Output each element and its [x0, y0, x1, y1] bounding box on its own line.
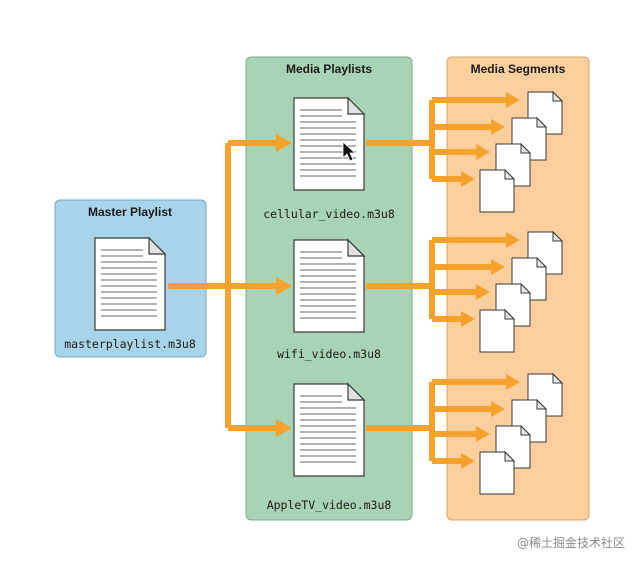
arrow-head — [461, 453, 475, 469]
media-to-segments-arrows — [366, 92, 520, 469]
wifi-playlist-file-icon — [293, 238, 366, 333]
watermark: @稀土掘金技术社区 — [517, 535, 625, 550]
master-playlist-title: Master Playlist — [88, 205, 172, 219]
appletv-segment-arrows — [366, 374, 520, 469]
master-to-media-arrows — [168, 134, 292, 437]
arrow-head — [461, 311, 475, 327]
wifi-segment-arrows — [366, 232, 520, 327]
appletv-playlist-file-icon — [293, 382, 366, 477]
segment-file-icon — [479, 168, 516, 213]
arrow-head — [506, 92, 520, 108]
arrow-head — [491, 401, 505, 417]
media-playlists-title: Media Playlists — [286, 62, 372, 76]
media-segments-title: Media Segments — [471, 62, 566, 76]
arrow-head — [476, 284, 490, 300]
cellular-playlist-file-icon — [293, 96, 366, 191]
arrow-head — [461, 171, 475, 187]
arrow-head — [476, 426, 490, 442]
arrow-head — [491, 259, 505, 275]
appletv-segment-stack — [479, 372, 564, 495]
wifi-segment-stack — [479, 230, 564, 353]
arrow-head — [506, 374, 520, 390]
arrow-head — [476, 144, 490, 160]
segment-file-icon — [479, 450, 516, 495]
arrow-head — [506, 232, 520, 248]
wifi-playlist-filename: wifi_video.m3u8 — [277, 347, 381, 361]
segment-file-icon — [479, 308, 516, 353]
cellular-playlist-filename: cellular_video.m3u8 — [263, 207, 395, 221]
cellular-segment-arrows — [366, 92, 520, 187]
arrow-head — [491, 119, 505, 135]
master-playlist-filename: masterplaylist.m3u8 — [64, 337, 196, 351]
segment-stacks — [479, 90, 564, 495]
cellular-segment-stack — [479, 90, 564, 213]
appletv-playlist-filename: AppleTV_video.m3u8 — [267, 498, 392, 512]
mouse-pointer-icon — [342, 141, 357, 162]
master-playlist-file-icon — [94, 236, 167, 331]
